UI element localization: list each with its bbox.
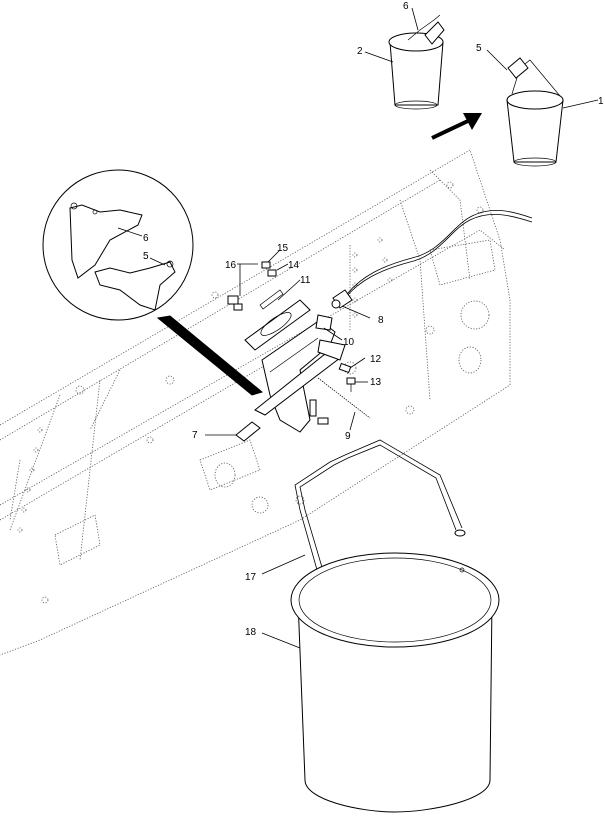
callout-6-inset: 6 [143, 233, 149, 244]
direction-arrow [431, 113, 482, 140]
callout-12: 12 [370, 354, 382, 365]
large-bucket-part-18 [290, 552, 500, 813]
callout-5-top: 5 [476, 43, 482, 54]
switch-mechanism [227, 210, 533, 442]
leader-lines [117, 7, 599, 649]
callout-6-top: 6 [403, 1, 409, 12]
callout-16: 16 [225, 260, 237, 271]
callout-5-inset: 5 [143, 251, 149, 262]
callout-7: 7 [192, 430, 198, 441]
callout-10: 10 [343, 337, 355, 348]
callout-8: 8 [378, 315, 384, 326]
callout-2: 2 [357, 46, 363, 57]
callout-18: 18 [245, 627, 257, 638]
callout-11: 11 [300, 275, 311, 286]
callout-9: 9 [345, 431, 351, 442]
callout-13: 13 [370, 377, 382, 388]
callout-14: 14 [288, 260, 300, 271]
small-bucket-part-2 [388, 14, 445, 110]
callout-15: 15 [277, 243, 289, 254]
callout-labels: 1 2 5 6 6 5 15 16 14 11 8 10 12 13 7 9 1… [143, 1, 604, 638]
chassis-frame [0, 149, 511, 656]
callout-17: 17 [245, 572, 257, 583]
callout-1: 1 [598, 96, 604, 107]
bucket-part-1 [506, 57, 564, 167]
detail-inset-circle [42, 169, 264, 396]
